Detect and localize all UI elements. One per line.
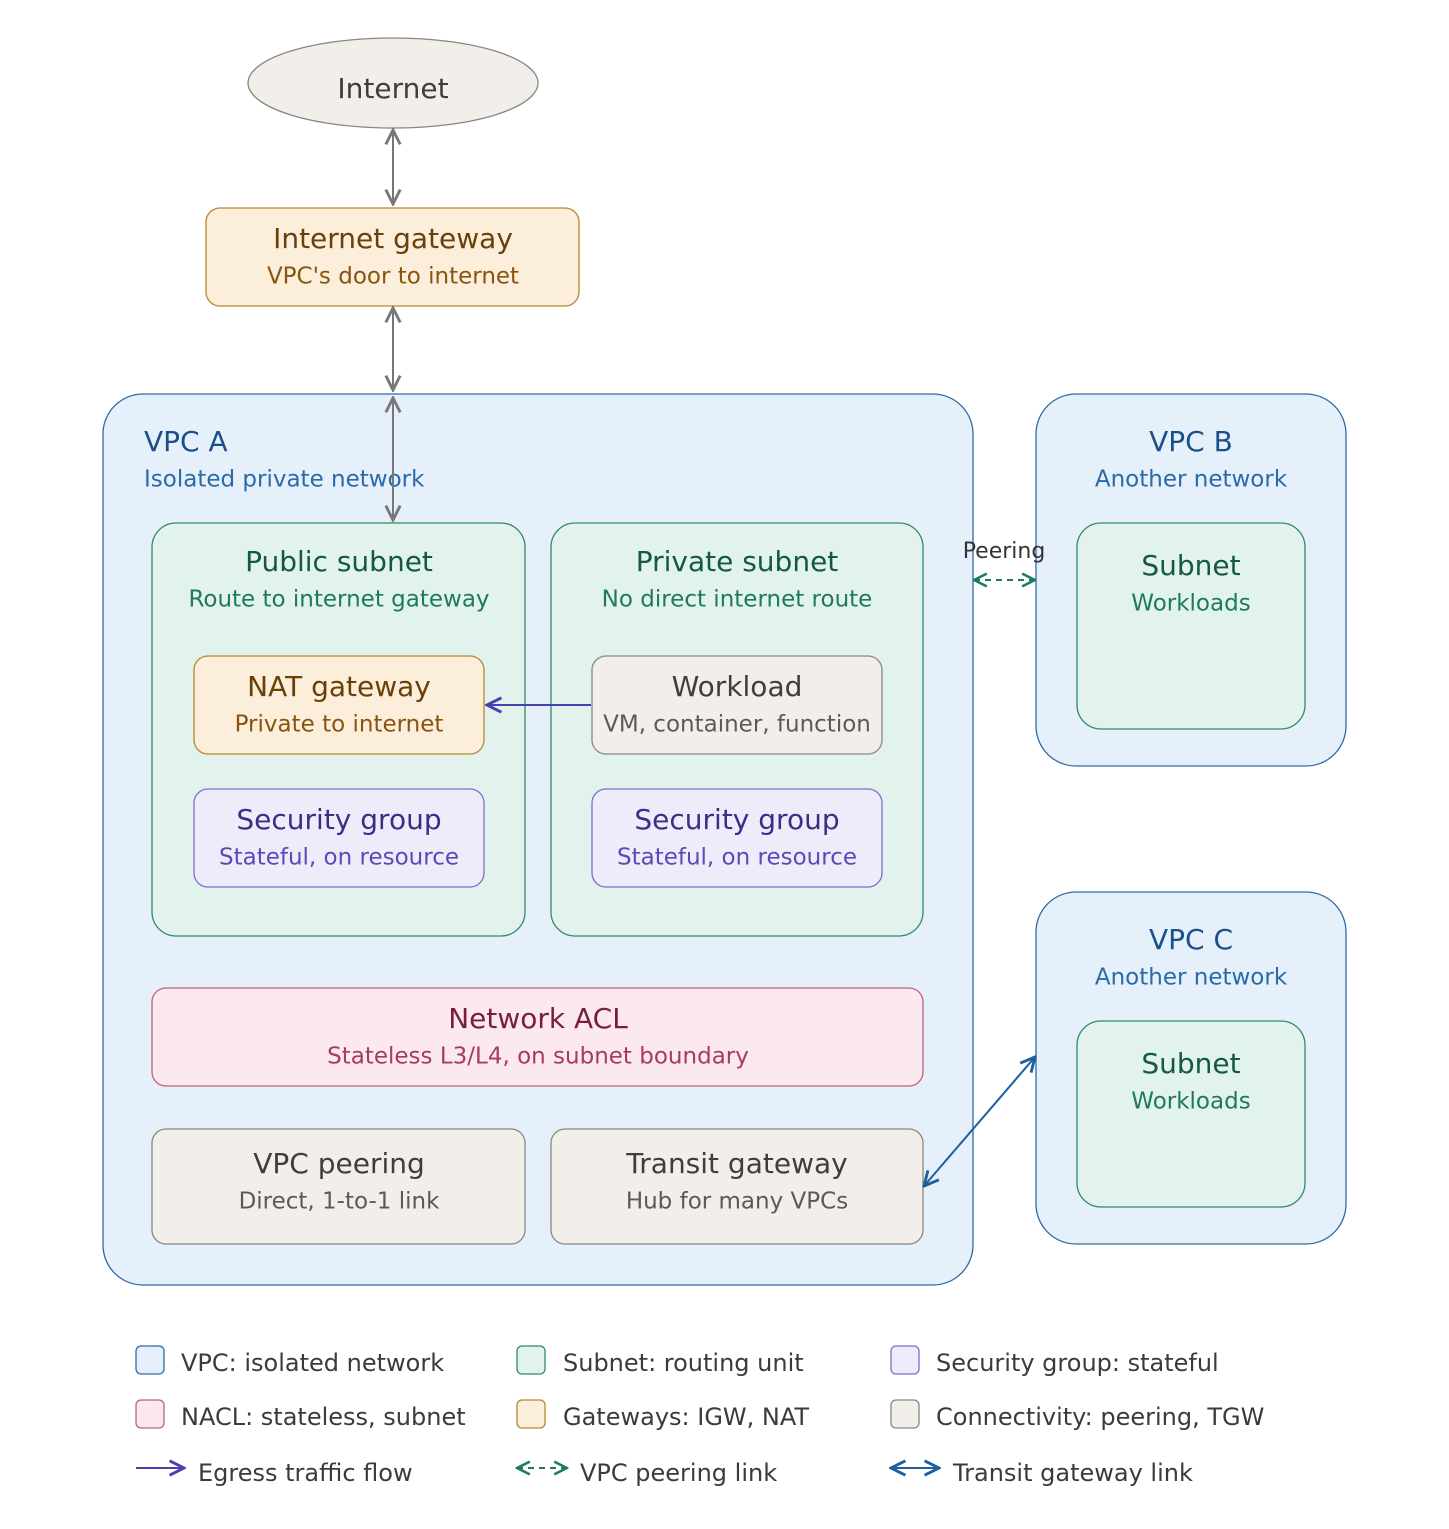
legend-subnet-label: Subnet: routing unit — [563, 1349, 804, 1377]
legend-vpc-label: VPC: isolated network — [181, 1349, 444, 1377]
legend-item-subnet: Subnet: routing unit — [516, 1345, 804, 1377]
security-group-private: Security group Stateful, on resource — [591, 788, 883, 888]
public-subnet-title: Public subnet — [245, 545, 433, 578]
transit-gateway-title: Transit gateway — [625, 1147, 847, 1180]
nat-gateway-node: NAT gateway Private to internet — [193, 655, 485, 755]
nat-gateway-subtitle: Private to internet — [235, 712, 444, 738]
vpc-b-title: VPC B — [1149, 425, 1233, 458]
legend-transit-label: Transit gateway link — [952, 1459, 1193, 1487]
vpc-c-subtitle: Another network — [1095, 965, 1288, 991]
security-group-public: Security group Stateful, on resource — [193, 788, 485, 888]
legend-item-transit: Transit gateway link — [891, 1459, 1193, 1487]
legend-nacl-label: NACL: stateless, subnet — [181, 1403, 466, 1431]
network-acl-node: Network ACL Stateless L3/L4, on subnet b… — [151, 987, 924, 1087]
legend-item-sg: Security group: stateful — [890, 1345, 1219, 1377]
vpc-b-container: VPC B Another network Subnet Workloads — [1035, 393, 1347, 767]
vpc-c-subnet-title: Subnet — [1141, 1047, 1240, 1080]
vpc-a-title: VPC A — [144, 425, 228, 458]
vpc-c-subnet: Subnet Workloads — [1076, 1020, 1306, 1208]
internet-gateway-subtitle: VPC's door to internet — [267, 264, 519, 290]
internet-gateway-node: Internet gateway VPC's door to internet — [205, 207, 580, 307]
nat-gateway-title: NAT gateway — [247, 670, 431, 703]
internet-label: Internet — [337, 72, 448, 105]
peering-label: Peering — [963, 539, 1046, 564]
legend-item-egress: Egress traffic flow — [136, 1459, 413, 1487]
network-acl-title: Network ACL — [448, 1002, 628, 1035]
transit-link-arrow — [924, 1057, 1035, 1186]
workload-subtitle: VM, container, function — [603, 712, 871, 738]
transit-gateway-node: Transit gateway Hub for many VPCs — [550, 1128, 924, 1245]
legend-item-vpc: VPC: isolated network — [135, 1345, 444, 1377]
vpc-peering-title: VPC peering — [253, 1147, 425, 1180]
workload-node: Workload VM, container, function — [591, 655, 883, 755]
legend-gateways-label: Gateways: IGW, NAT — [563, 1403, 809, 1431]
legend-peering-label: VPC peering link — [580, 1459, 777, 1487]
network-acl-subtitle: Stateless L3/L4, on subnet boundary — [327, 1044, 749, 1070]
legend: VPC: isolated network Subnet: routing un… — [135, 1345, 1264, 1487]
legend-item-connectivity: Connectivity: peering, TGW — [890, 1399, 1264, 1431]
vpc-c-title: VPC C — [1149, 923, 1233, 956]
workload-title: Workload — [672, 670, 803, 703]
security-group-public-subtitle: Stateful, on resource — [219, 845, 459, 871]
vpc-peering-subtitle: Direct, 1-to-1 link — [239, 1189, 441, 1215]
security-group-private-title: Security group — [634, 803, 839, 836]
legend-item-peering: VPC peering link — [517, 1459, 777, 1487]
legend-item-gateways: Gateways: IGW, NAT — [516, 1399, 809, 1431]
vpc-b-subnet-title: Subnet — [1141, 549, 1240, 582]
legend-egress-label: Egress traffic flow — [198, 1459, 413, 1487]
legend-sg-label: Security group: stateful — [936, 1349, 1219, 1377]
private-subnet-subtitle: No direct internet route — [602, 587, 873, 613]
security-group-public-title: Security group — [236, 803, 441, 836]
vpc-c-subnet-subtitle: Workloads — [1131, 1089, 1250, 1115]
vpc-b-subtitle: Another network — [1095, 467, 1288, 493]
public-subnet-subtitle: Route to internet gateway — [188, 587, 489, 613]
legend-connectivity-label: Connectivity: peering, TGW — [936, 1403, 1264, 1431]
vpc-a-subtitle: Isolated private network — [144, 467, 425, 493]
legend-item-nacl: NACL: stateless, subnet — [135, 1399, 466, 1431]
internet-node: Internet — [247, 37, 539, 129]
vpc-peering-node: VPC peering Direct, 1-to-1 link — [151, 1128, 526, 1245]
vpc-b-subnet-subtitle: Workloads — [1131, 591, 1250, 617]
vpc-b-subnet: Subnet Workloads — [1076, 522, 1306, 730]
security-group-private-subtitle: Stateful, on resource — [617, 845, 857, 871]
vpc-c-container: VPC C Another network Subnet Workloads — [1035, 891, 1347, 1245]
private-subnet-title: Private subnet — [636, 545, 839, 578]
transit-gateway-subtitle: Hub for many VPCs — [626, 1189, 848, 1215]
internet-gateway-title: Internet gateway — [273, 222, 513, 255]
